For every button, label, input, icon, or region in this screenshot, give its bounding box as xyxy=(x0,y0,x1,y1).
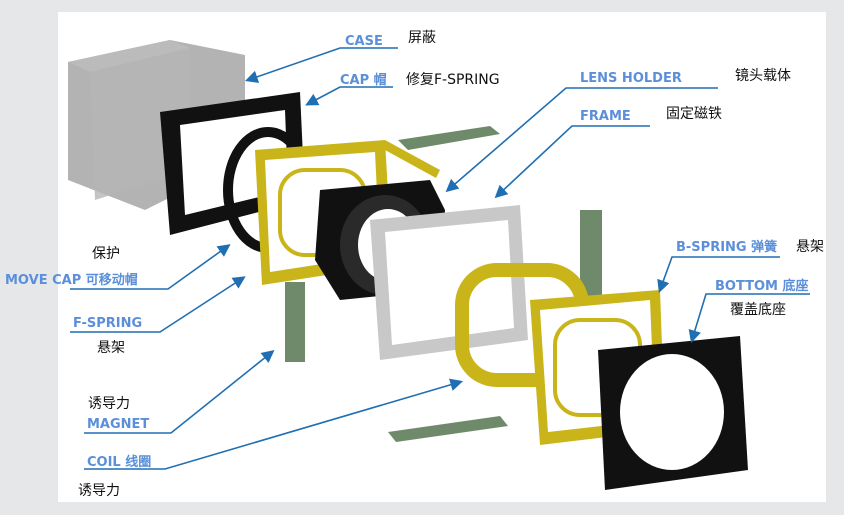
move-cap-leader xyxy=(70,244,231,290)
f-spring-leader xyxy=(70,276,246,333)
case-desc: 屏蔽 xyxy=(408,30,436,46)
f-spring-desc: 悬架 xyxy=(97,340,125,356)
coil-label: COIL 线圈 xyxy=(87,454,151,470)
bottom-part xyxy=(598,336,748,490)
frame-label: FRAME xyxy=(580,109,631,124)
magnet-parts xyxy=(285,126,602,442)
frame-leader xyxy=(494,125,650,199)
lens-holder-label: LENS HOLDER xyxy=(580,71,682,86)
bottom-label: BOTTOM 底座 xyxy=(715,278,809,294)
b-spring-leader xyxy=(657,256,780,294)
frame-desc: 固定磁铁 xyxy=(666,106,722,122)
bottom-leader xyxy=(688,293,810,344)
cap-label: CAP 帽 xyxy=(340,72,387,88)
f-spring-label: F-SPRING xyxy=(73,316,142,331)
coil-desc: 诱导力 xyxy=(78,483,120,499)
leader-lines xyxy=(70,47,810,470)
b-spring-desc: 悬架 xyxy=(796,239,824,255)
b-spring-label: B-SPRING 弹簧 xyxy=(676,239,777,255)
bottom-desc: 覆盖底座 xyxy=(730,302,786,318)
cap-leader xyxy=(305,86,393,106)
magnet-leader xyxy=(84,349,275,434)
cap-desc: 修复F-SPRING xyxy=(406,71,500,88)
move-cap-label: MOVE CAP 可移动帽 xyxy=(5,272,138,288)
move-cap-desc: 保护 xyxy=(92,246,120,262)
magnet-desc: 诱导力 xyxy=(88,396,130,412)
frame-part xyxy=(370,205,528,360)
lens-holder-desc: 镜头载体 xyxy=(735,68,791,84)
coil-leader xyxy=(84,378,464,470)
lens-holder-leader xyxy=(445,87,718,193)
case-label: CASE xyxy=(345,34,383,49)
case-leader xyxy=(244,47,398,83)
magnet-label: MAGNET xyxy=(87,417,149,432)
